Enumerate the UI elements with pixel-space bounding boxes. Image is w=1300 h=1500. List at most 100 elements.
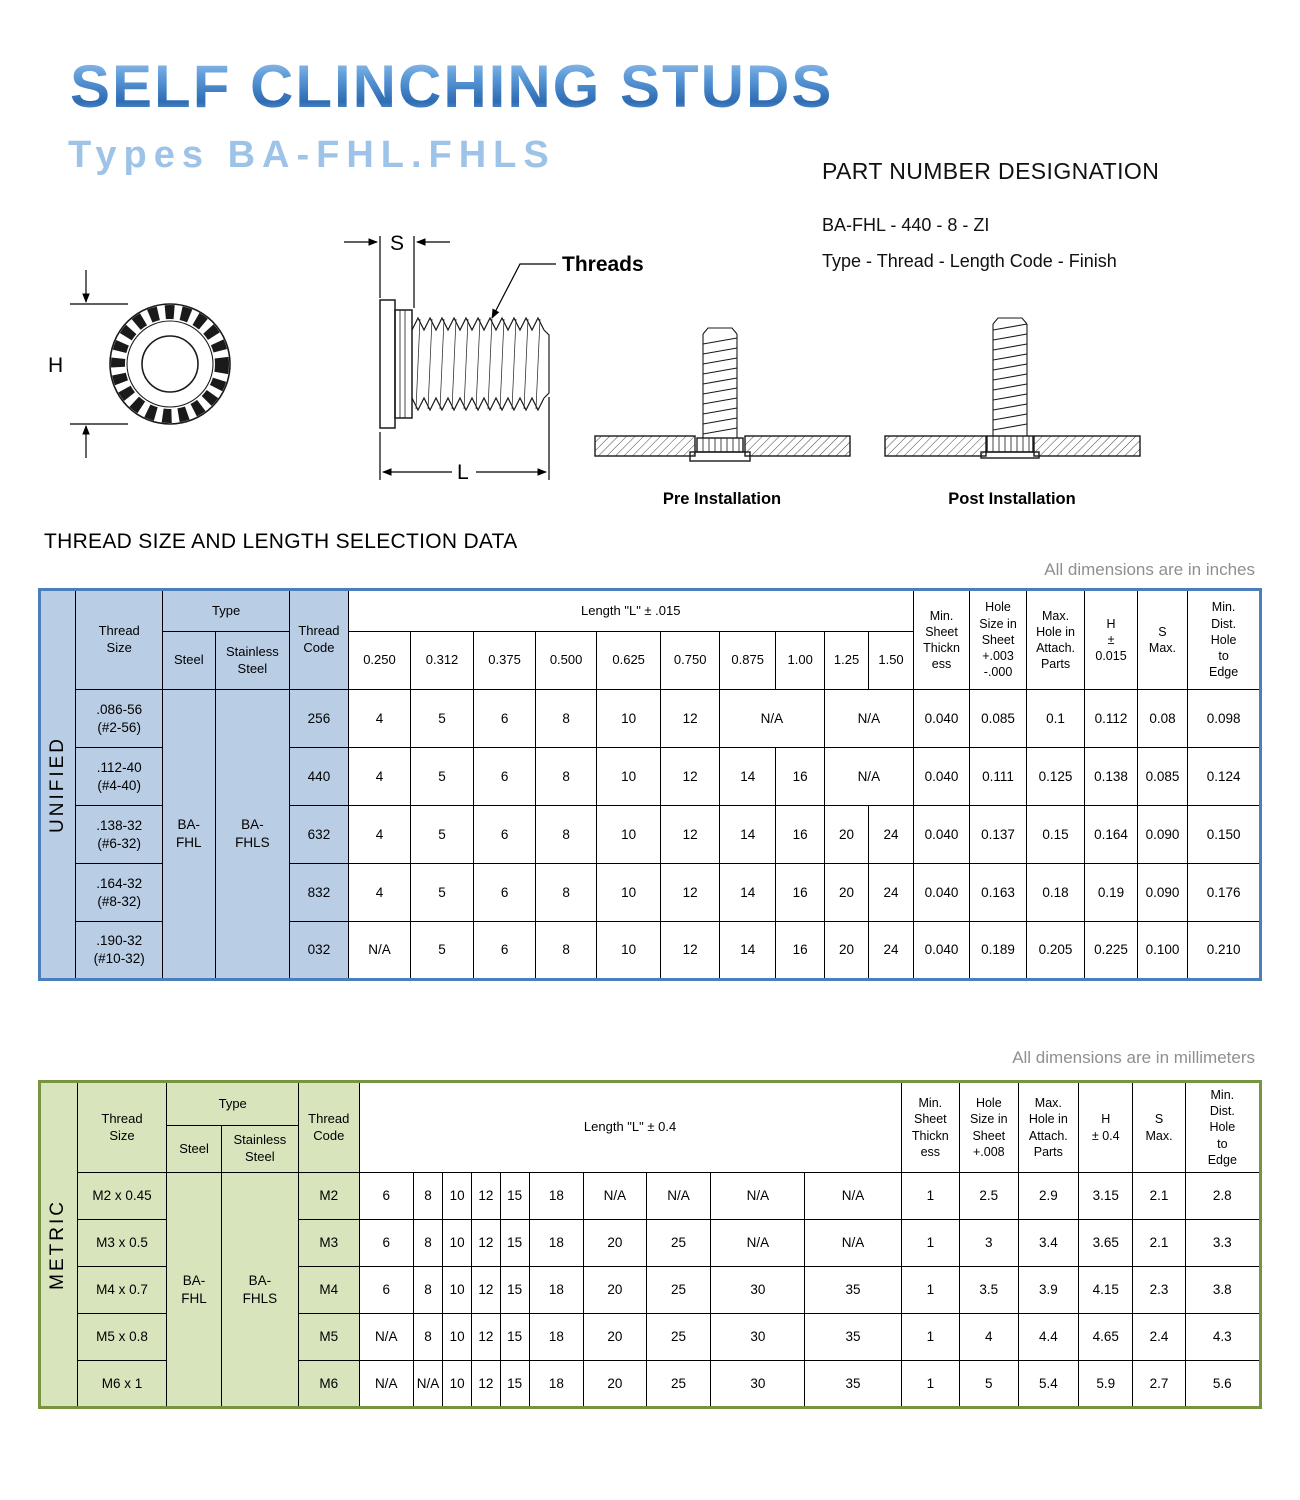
side-label-text: METRIC [47,1199,69,1290]
col-header-length-value: 0.625 [595,631,662,690]
cell-length: 35 [804,1266,902,1314]
cell-value: 3.8 [1184,1266,1262,1314]
col-header-steel: Steel [166,1125,222,1173]
l-dimension-label: L [457,461,469,484]
col-header: Hole Size in Sheet +.008 [959,1081,1019,1173]
cell-length: N/A [358,1313,414,1361]
cell-length: 12 [660,805,720,864]
cell-length: 6 [358,1172,414,1220]
stud-front-view [109,303,231,425]
pre-installation-view [594,327,851,462]
part-number-designation: PART NUMBER DESIGNATION BA-FHL - 440 - 8… [822,158,1272,272]
cell-length: 25 [645,1219,712,1267]
cell-length: 8 [535,689,597,748]
cell-value: 0.124 [1187,747,1261,806]
cell-length: 15 [499,1266,530,1314]
cell-length: 12 [660,689,720,748]
cell-length: 8 [535,863,597,922]
cell-length: 14 [718,747,777,806]
cell-value: 0.090 [1136,863,1189,922]
cell-thread-code: 632 [289,805,349,864]
cell-length: N/A [645,1172,712,1220]
cell-length: N/A [718,689,825,748]
cell-value: 0.189 [969,921,1027,980]
col-header-length-value: 0.375 [472,631,537,690]
cell-length: 10 [442,1172,473,1220]
cell-thread-code: 440 [289,747,349,806]
cell-length: 35 [804,1360,902,1408]
cell-value: 0.085 [969,689,1027,748]
cell-thread-size: .138-32 (#6-32) [75,805,164,864]
cell-length: 6 [358,1266,414,1314]
s-dimension [344,236,450,308]
cell-length: 15 [499,1360,530,1408]
col-header: Hole Size in Sheet +.003 -.000 [969,589,1027,690]
cell-length: 12 [471,1266,501,1314]
cell-length: N/A [804,1219,902,1267]
cell-length: 16 [775,863,825,922]
col-header-length-value: 0.750 [660,631,720,690]
technical-drawing: H [48,232,1141,508]
cell-length: 25 [645,1313,712,1361]
cell-thread-code: M5 [297,1313,360,1361]
cell-value: 0.112 [1084,689,1138,748]
cell-length: 18 [528,1360,585,1408]
cell-value: 0.1 [1025,689,1086,748]
col-header-length-value: 1.50 [868,631,914,690]
cell-length: 12 [660,921,720,980]
cell-value: 2.9 [1017,1172,1080,1220]
cell-length: 8 [412,1219,444,1267]
cell-length: 10 [442,1219,473,1267]
inches-note: All dimensions are in inches [1044,560,1255,579]
cell-value: 2.1 [1132,1172,1186,1220]
cell-length: 5 [410,921,474,980]
cell-value: 0.040 [912,689,971,748]
cell-length: 12 [471,1360,501,1408]
cell-length: N/A [412,1360,444,1408]
cell-value: 2.8 [1184,1172,1262,1220]
cell-length: 6 [472,689,537,748]
cell-length: 20 [823,863,870,922]
cell-length: N/A [347,921,412,980]
col-header-length: Length "L" ± .015 [347,589,914,632]
cell-length: 8 [535,747,597,806]
cell-thread-code: 832 [289,863,349,922]
post-installation-view [884,317,1141,459]
table-side-label: UNIFIED [38,589,77,980]
cell-length: 4 [347,863,412,922]
cell-length: 15 [499,1313,530,1361]
cell-length: 14 [718,805,777,864]
cell-value: 0.085 [1136,747,1189,806]
cell-value: 4.65 [1078,1313,1134,1361]
millimeters-note: All dimensions are in millimeters [1012,1048,1255,1067]
cell-value: 0.163 [969,863,1027,922]
col-header-length: Length "L" ± 0.4 [358,1081,902,1173]
cell-length: 14 [718,863,777,922]
cell-value: 0.040 [912,805,971,864]
col-header-length-value: 1.25 [823,631,870,690]
stud-side-view [379,299,550,429]
cell-length: 6 [358,1219,414,1267]
cell-value: 0.040 [912,747,971,806]
cell-value: 0.210 [1187,921,1261,980]
cell-length: 10 [595,689,662,748]
col-header: Max. Hole in Attach. Parts [1017,1081,1080,1173]
col-header-length-value: 0.312 [410,631,474,690]
l-dimension [379,397,550,480]
cell-length: 24 [868,805,914,864]
cell-length: 20 [583,1219,647,1267]
cell-length: 10 [595,863,662,922]
cell-length: 6 [472,863,537,922]
cell-length: 18 [528,1313,585,1361]
cell-length: N/A [710,1172,806,1220]
cell-length: 25 [645,1360,712,1408]
cell-value: 0.138 [1084,747,1138,806]
cell-length: 8 [535,805,597,864]
cell-length: 16 [775,805,825,864]
cell-length: 18 [528,1266,585,1314]
